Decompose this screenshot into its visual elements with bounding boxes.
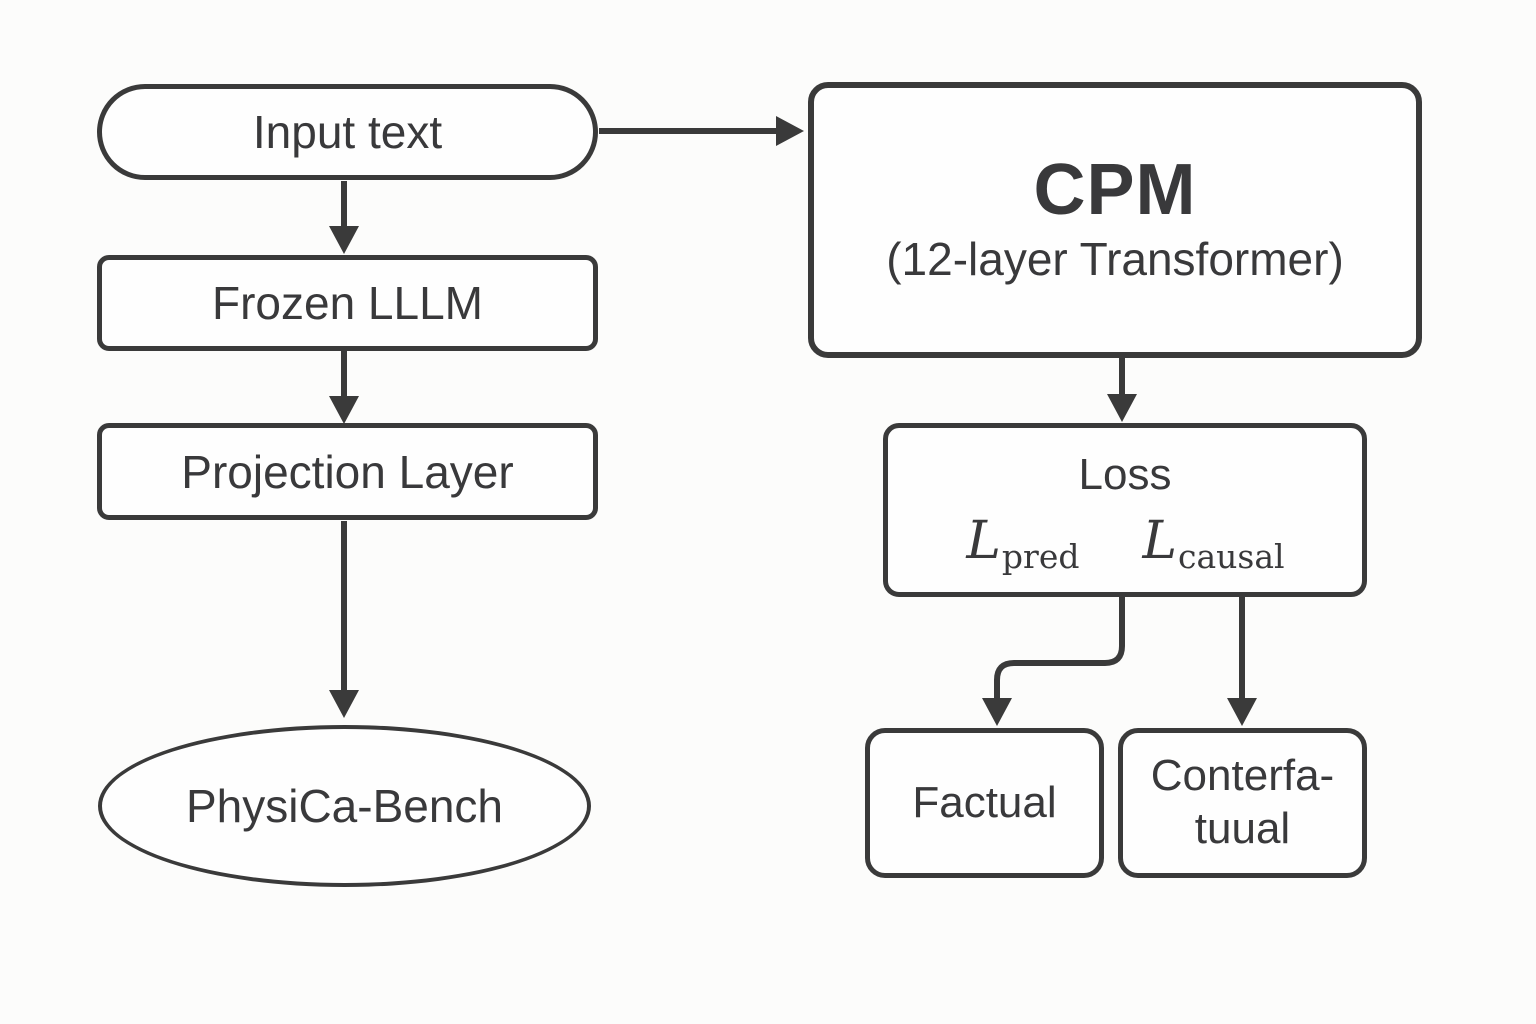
arrow-input-to-frozen [329, 181, 359, 254]
loss-terms: Lpred Lcausal [966, 511, 1284, 576]
projection-layer-label: Projection Layer [181, 445, 514, 498]
node-cpm: CPM (12-layer Transformer) [808, 82, 1422, 358]
arrow-loss-to-counterfactual [1227, 596, 1257, 726]
node-counterfactual: Conterfa- tuual [1118, 728, 1367, 878]
node-loss: Loss Lpred Lcausal [883, 423, 1367, 597]
node-input-text: Input text [97, 84, 598, 180]
arrow-frozen-to-projection [329, 351, 359, 424]
node-frozen-llm: Frozen LLLM [97, 255, 598, 351]
arrow-projection-to-physica [329, 521, 359, 718]
loss-term-pred-base: L [966, 511, 1001, 572]
counterfactual-label-line1: Conterfa- [1150, 751, 1335, 801]
loss-title: Loss [1078, 449, 1172, 499]
loss-term-pred-subscript: pred [1001, 537, 1080, 577]
loss-term-causal-base: L [1142, 511, 1178, 572]
node-physica-bench: PhysiCa-Bench [98, 725, 591, 887]
physica-bench-label: PhysiCa-Bench [185, 780, 504, 832]
loss-term-causal: Lcausal [1142, 511, 1284, 576]
arrow-cpm-to-loss [1107, 357, 1137, 422]
counterfactual-label-line2: tuual [1194, 804, 1291, 853]
loss-term-causal-subscript: causal [1178, 537, 1285, 577]
loss-term-pred: Lpred [966, 511, 1079, 576]
cpm-title: CPM [1033, 149, 1197, 230]
frozen-llm-label: Frozen LLLM [211, 277, 483, 329]
node-projection-layer: Projection Layer [97, 423, 598, 520]
node-factual: Factual [865, 728, 1104, 878]
arrow-loss-to-factual [982, 596, 1125, 726]
factual-label: Factual [912, 778, 1057, 827]
input-text-label: Input text [252, 106, 443, 158]
arrow-input-to-cpm [599, 116, 804, 146]
cpm-subtitle: (12-layer Transformer) [886, 232, 1344, 285]
